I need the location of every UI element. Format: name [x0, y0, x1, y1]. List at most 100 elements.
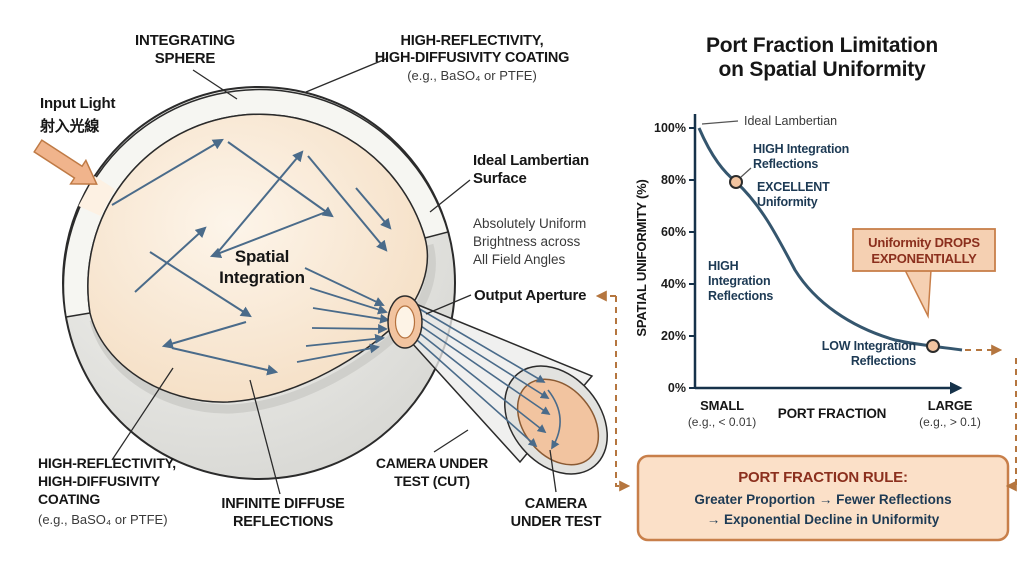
- y-axis-label: SPATIAL UNIFORMITY (%): [634, 179, 649, 336]
- label-uniform-line1: Absolutely Uniform: [473, 216, 586, 231]
- leader-lambertian: [429, 179, 471, 213]
- x-label-large: LARGE: [928, 398, 973, 413]
- converging-arrow: [309, 287, 388, 315]
- label-coating-bottom-line1: HIGH-REFLECTIVITY,: [38, 455, 176, 471]
- ann-excellent-line2: Uniformity: [757, 195, 818, 209]
- label-input-light-cjk: 射入光線: [39, 117, 99, 135]
- converging-arrow: [312, 307, 390, 324]
- cone-ray: [417, 307, 546, 383]
- leader-integrating-sphere: [192, 69, 238, 100]
- ann-high-line2: Integration: [708, 274, 770, 288]
- input-light-arrow: [33, 139, 98, 185]
- callout-line1: Uniformity DROPS: [868, 235, 980, 250]
- label-integrating-sphere-line2: SPHERE: [155, 50, 216, 67]
- label-integrating-sphere-line1: INTEGRATING: [135, 32, 235, 49]
- reflection-arrow: [111, 138, 224, 206]
- low-reflections-marker: [926, 339, 940, 353]
- leader-coating-bottom: [111, 367, 174, 461]
- connector-aperture-to-rule-box: [615, 296, 631, 492]
- ann-ideal-lambertian: Ideal Lambertian: [744, 114, 837, 128]
- leader-coating-top: [305, 57, 389, 93]
- shell-cut-face: [89, 243, 436, 414]
- cone-ray: [417, 331, 547, 434]
- label-spatial-integration-line1: Spatial: [235, 247, 289, 266]
- x-label-small: SMALL: [700, 398, 744, 413]
- ann-excellent-line1: EXCELLENT: [757, 180, 830, 194]
- x-label-large-sub: (e.g., > 0.1): [919, 415, 981, 429]
- label-coating-bottom-line4: (e.g., BaSO₄ or PTFE): [38, 512, 168, 527]
- ann-low-line1: LOW Integration: [822, 339, 916, 353]
- ann-high-line3: Reflections: [708, 289, 773, 303]
- x-axis-label: PORT FRACTION: [778, 406, 886, 421]
- callout-line2: EXPONENTIALLY: [871, 251, 977, 266]
- reflection-arrow: [209, 211, 327, 258]
- x-label-small-sub: (e.g., < 0.01): [688, 415, 756, 429]
- cone-ray: [417, 323, 551, 415]
- cone-ray: [416, 339, 538, 448]
- leader-camera: [549, 449, 557, 493]
- leader-output-aperture: [425, 294, 472, 315]
- connector-curve-to-rule-box: [1005, 358, 1017, 492]
- y-tick-20: 20%: [661, 329, 686, 343]
- label-uniform-line3: All Field Angles: [473, 252, 566, 267]
- label-uniform-line2: Brightness across: [473, 234, 581, 249]
- y-axis-ticks: [689, 127, 695, 389]
- label-coating-bottom-line2: HIGH-DIFFUSIVITY: [38, 473, 161, 489]
- ann-low-line2: Reflections: [851, 354, 916, 368]
- rule-box-title: PORT FRACTION RULE:: [738, 469, 908, 486]
- label-infinite-reflections-line1: INFINITE DIFFUSE: [221, 496, 345, 512]
- converging-arrow: [311, 323, 388, 334]
- output-aperture-hole: [394, 305, 416, 339]
- leader-infinite-reflections: [249, 379, 281, 495]
- callout-box: [852, 228, 996, 272]
- label-lambertian-line2: Surface: [473, 170, 527, 187]
- label-camera-cut-line2: TEST (CUT): [394, 473, 470, 489]
- input-light-arrow-shape: [33, 139, 98, 185]
- converging-arrow: [304, 267, 385, 307]
- y-tick-80: 80%: [661, 173, 686, 187]
- converging-arrow: [296, 343, 380, 363]
- leader-high-point: [740, 167, 752, 178]
- leader-ideal-lambertian: [701, 120, 739, 125]
- label-spatial-integration-line2: Integration: [219, 268, 305, 287]
- y-tick-0: 0%: [668, 381, 686, 395]
- reflection-arrow: [171, 347, 279, 376]
- reflection-arrow: [161, 321, 247, 349]
- leader-camera-cut: [433, 429, 469, 453]
- reflection-arrow: [307, 155, 388, 252]
- label-input-light: Input Light: [40, 95, 115, 112]
- converging-arrow: [305, 333, 385, 347]
- cone-ray-arrows: [416, 307, 561, 450]
- label-coating-top-line1: HIGH-REFLECTIVITY,: [400, 33, 543, 49]
- rule-box-line2: → Exponential Decline in Uniformity: [707, 512, 940, 527]
- high-reflections-marker: [729, 175, 743, 189]
- ann-high-line1: HIGH: [708, 259, 739, 273]
- diffuse-reflection-arrows: [111, 138, 392, 376]
- label-camera-cut-line1: CAMERA UNDER: [376, 455, 488, 471]
- label-coating-bottom-line3: COATING: [38, 491, 100, 507]
- y-tick-40: 40%: [661, 277, 686, 291]
- cone-ray: [417, 315, 550, 399]
- sphere-interior-cavity: [87, 113, 429, 403]
- callout-pointer: [903, 269, 932, 319]
- uniformity-decay-curve: [697, 127, 963, 352]
- label-infinite-reflections-line2: REFLECTIONS: [233, 514, 334, 530]
- aperture-converging-arrows: [296, 267, 390, 363]
- ann-high-point-line1: HIGH Integration: [753, 142, 849, 156]
- input-port-opening: [78, 176, 115, 216]
- ann-high-point-line2: Reflections: [753, 157, 818, 171]
- label-coating-top-line3: (e.g., BaSO₄ or PTFE): [407, 68, 537, 83]
- reflection-arrow: [355, 187, 392, 230]
- label-coating-top-line2: HIGH-DIFFUSIVITY COATING: [375, 50, 569, 66]
- reflection-arrow: [217, 150, 304, 253]
- label-lambertian-line1: Ideal Lambertian: [473, 152, 589, 169]
- label-camera-line1: CAMERA: [525, 496, 588, 512]
- rule-box-line1: Greater Proportion → Fewer Reflections: [694, 492, 951, 507]
- wavefront-arc: [547, 389, 561, 450]
- reflection-arrow: [134, 226, 207, 293]
- y-tick-60: 60%: [661, 225, 686, 239]
- label-output-aperture: Output Aperture: [474, 287, 586, 304]
- chart-title-line1: Port Fraction Limitation: [706, 34, 938, 57]
